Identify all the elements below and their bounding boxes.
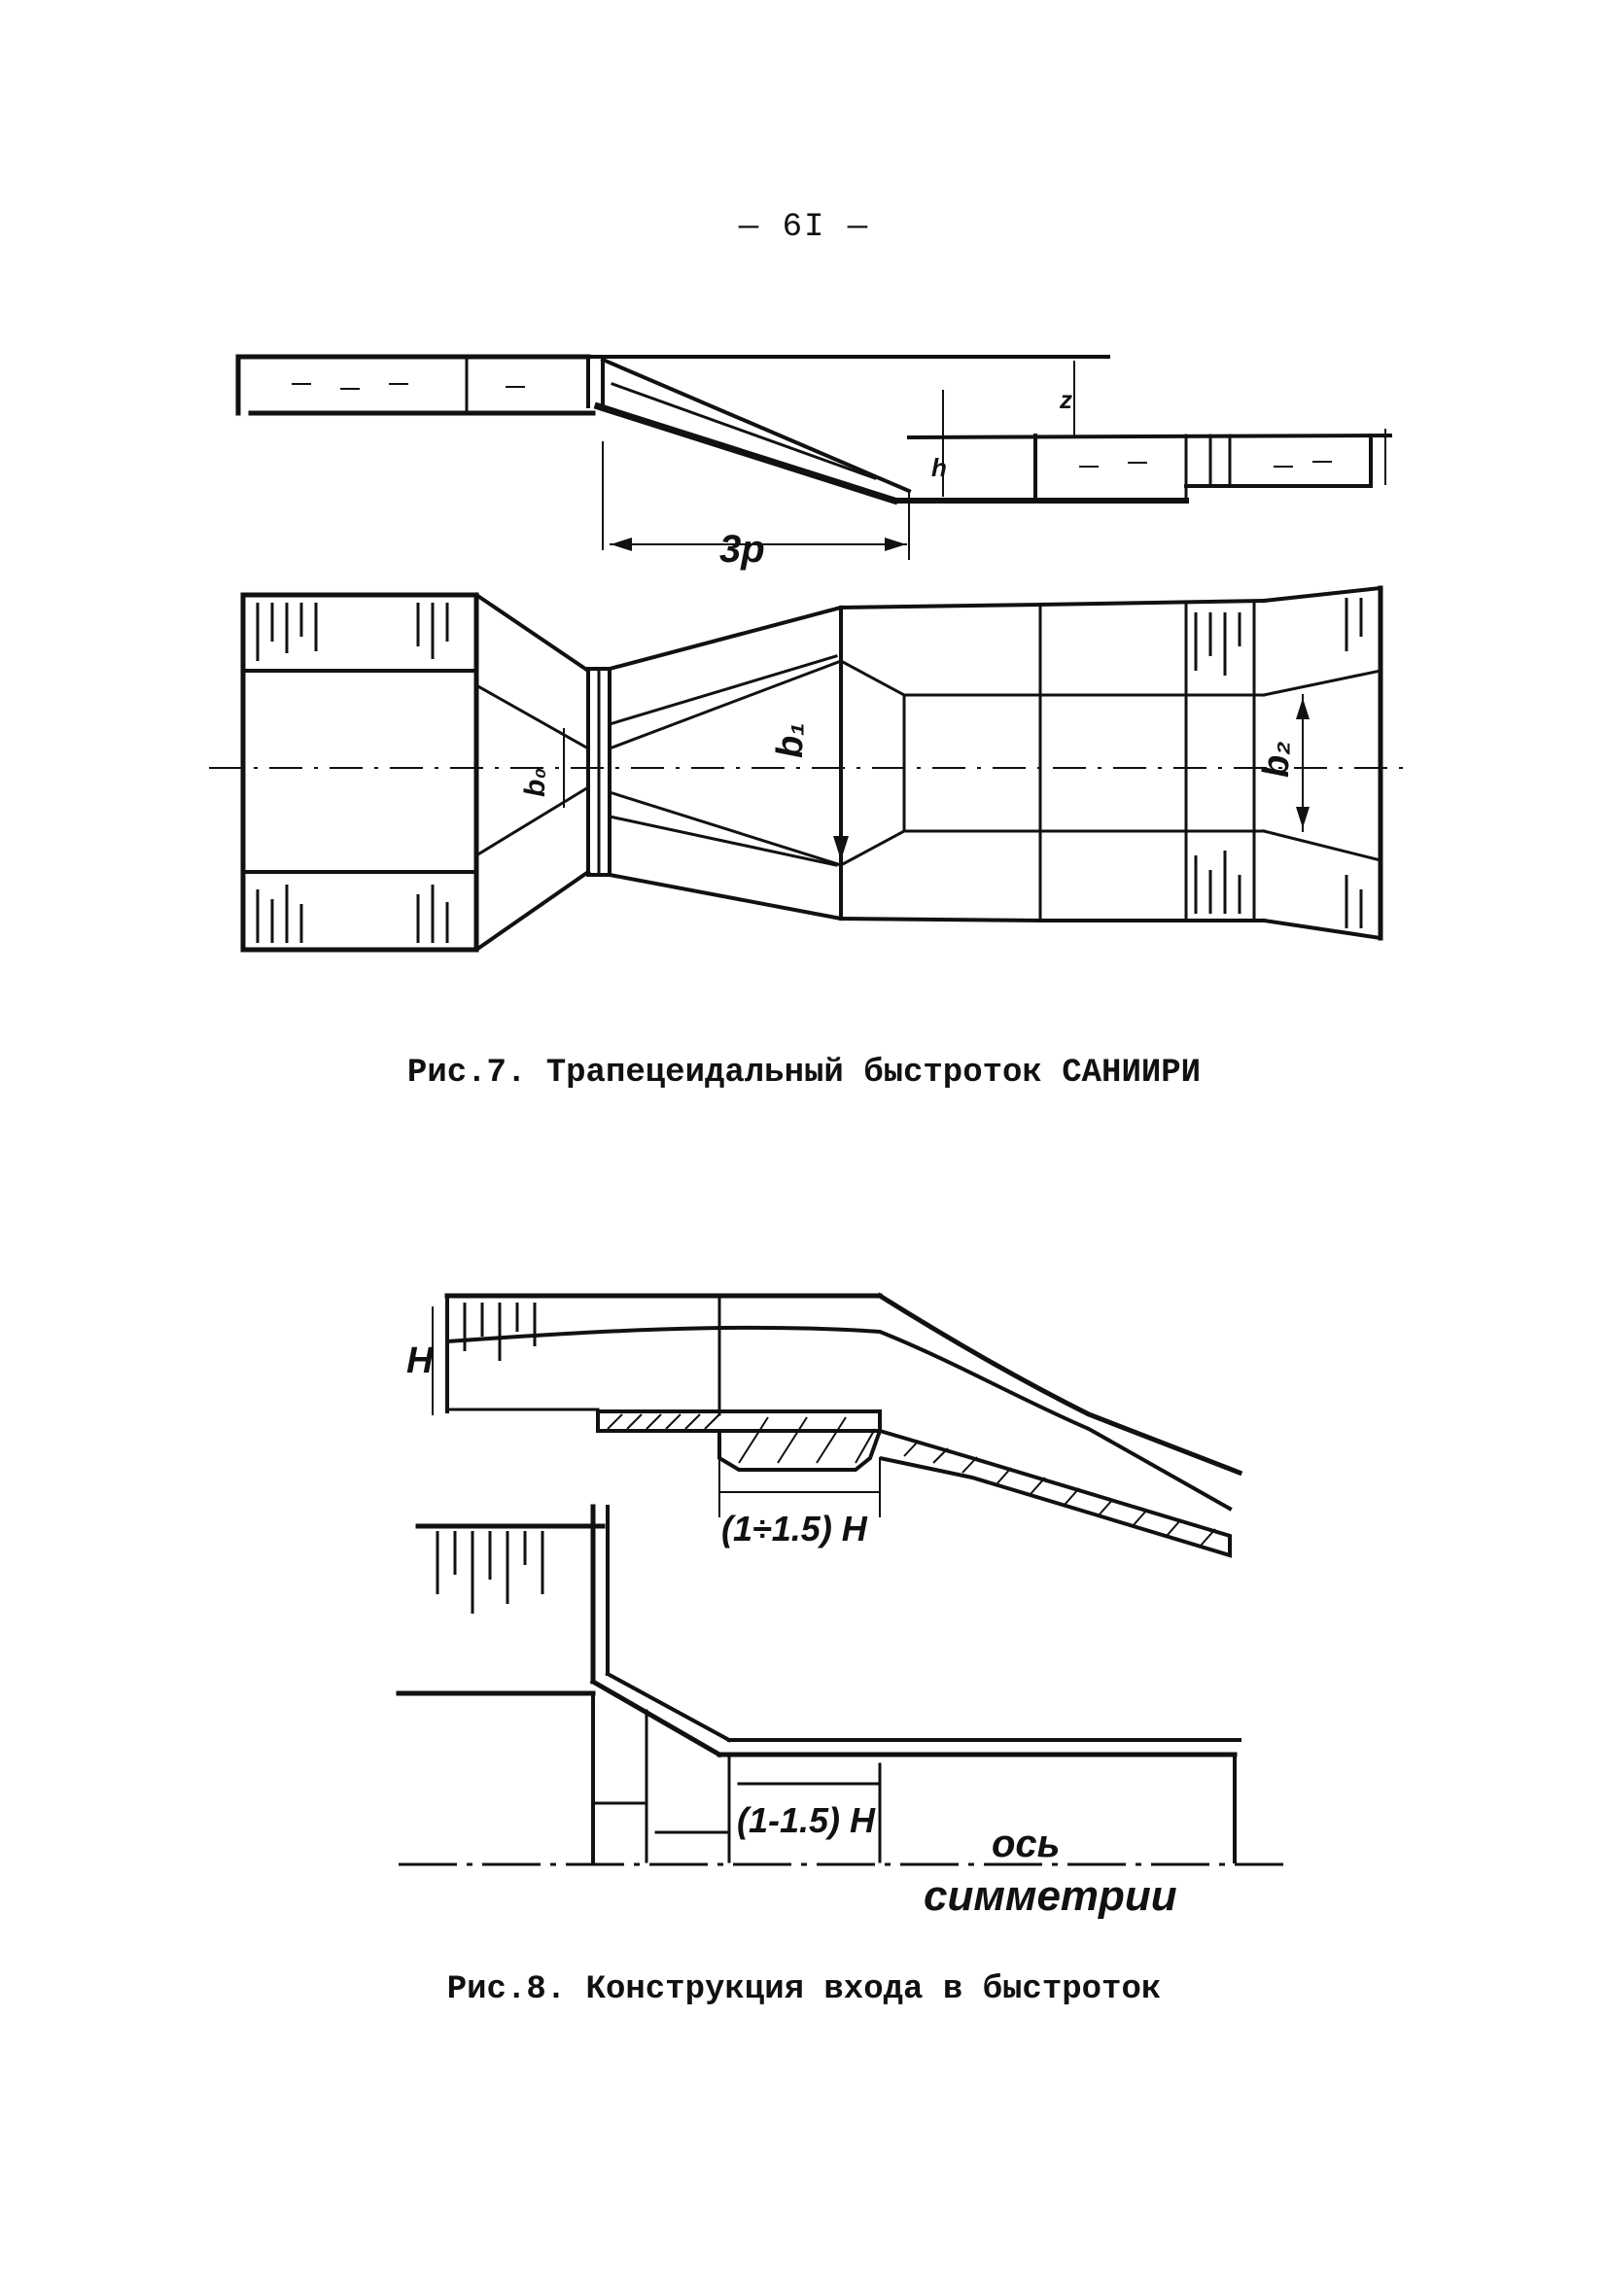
fig7-b0-label: b₀ [519,768,551,797]
fig7-b1-label: b₁ [770,722,811,758]
fig7-plan [209,585,1405,953]
fig8-axis-label-line1: ось [992,1823,1060,1865]
fig7-h-label: h [931,453,947,482]
figure7-caption: Рис.7. Трапецеидальный быстроток САНИИРИ [406,1055,1202,1092]
fig8-plan [396,1504,1283,1866]
fig8-axis-label-line2: симметрии [924,1872,1177,1920]
fig8-sill-length-top-label: (1÷1.5) H [721,1509,868,1548]
fig7-z-label: z [1059,385,1072,414]
page-number: — 6I — [738,209,870,246]
fig8-head-label: H [406,1340,435,1381]
fig7-b2-label: b₂ [1256,741,1297,778]
fig7-profile [235,354,1393,560]
fig7-length-label: 3p [719,528,765,571]
fig8-profile [432,1292,1243,1558]
fig8-sill-length-bottom-label: (1-1.5) H [737,1800,876,1840]
figure8-caption: Рис.8. Конструкция входа в быстроток [446,1971,1162,2008]
